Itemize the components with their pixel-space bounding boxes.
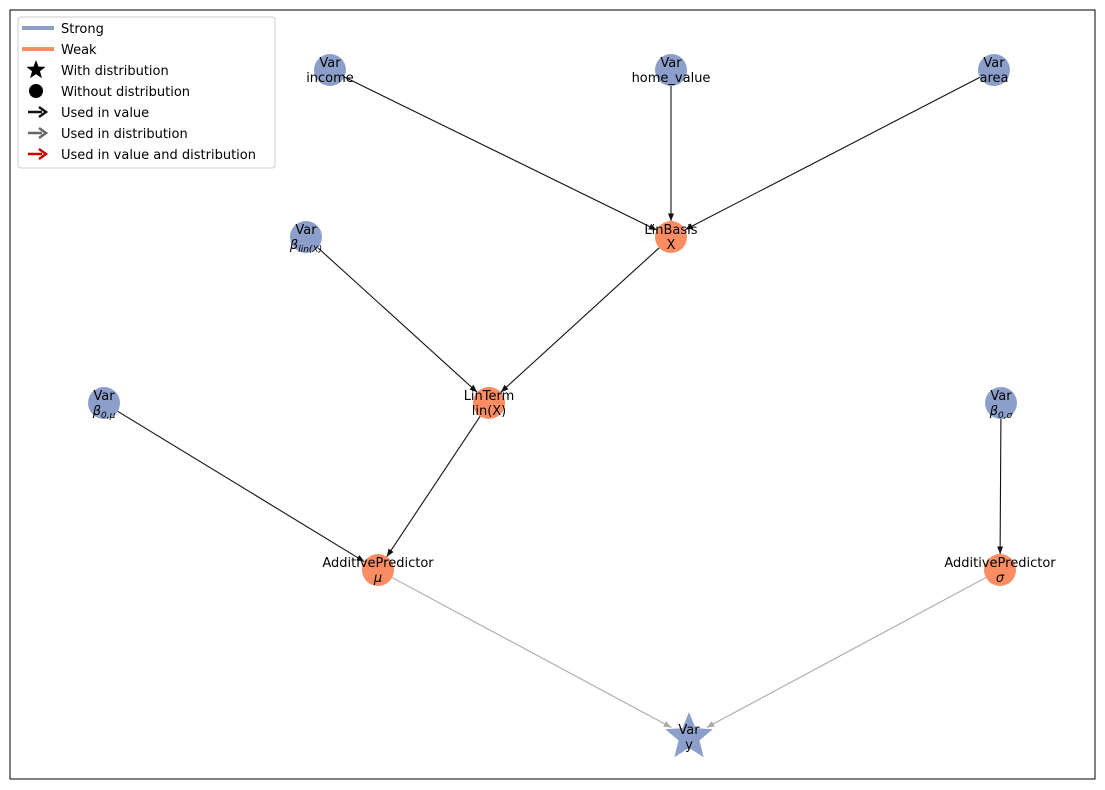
node-circle-marker [473,387,505,419]
node-circle-marker [290,221,322,253]
legend-label: Used in distribution [61,127,188,142]
node-label-line1: Var [990,389,1012,404]
legend-box [17,16,276,169]
legend-item-line-weak: Weak [22,43,97,58]
node-label-line2: σ [996,571,1005,586]
node-label-line2: lin(X) [472,404,507,419]
node-label-line2: β0,σ [989,404,1013,421]
edge-linterm-to-ap_mu [386,416,481,557]
arrow-icon-head [38,126,49,140]
node-label-line2: home_value [632,71,711,86]
node-circle-marker [362,554,394,586]
legend-label: With distribution [61,64,169,79]
node-label-line1: LinBasis [644,223,697,238]
edge-income-to-linbasis [344,76,657,231]
edge-linbasis-to-linterm [500,247,660,393]
arrow-icon-head [38,147,49,161]
node-label-line1: Var [983,56,1005,71]
edge-ap_sigma-to-y [706,577,987,729]
legend-item-arrow-value: Used in value [28,105,149,121]
node-circle-marker [978,54,1010,86]
edge-ap_mu-to-y [391,577,672,729]
edge-beta0_sigma-to-ap_sigma [997,418,1004,555]
node-label-line1: LinTerm [464,389,515,404]
node-label-line1: Var [295,223,317,238]
node-label-line1: Var [93,389,115,404]
plot-frame [9,9,1096,780]
node-label-line1: Var [319,56,341,71]
node-label-line1: Var [678,723,700,738]
node-label-line1: Var [660,56,682,71]
nodes-layer: VarincomeVarhome_valueVarareaVarβlin(X)L… [88,54,1056,758]
legend-label: Used in value [61,106,149,121]
edge-beta_lin-to-linterm [317,247,478,393]
edge-beta0_mu-to-ap_mu [117,410,365,563]
legend-item-circle: Without distribution [29,84,190,100]
star-icon [26,60,46,79]
legend-label: Weak [61,43,97,58]
legend-item-arrow-both: Used in value and distribution [28,147,256,163]
node-label-line2: y [685,738,693,753]
node-circle-marker [655,221,687,253]
edge-area-to-linbasis [684,76,981,231]
node-label-line2: income [306,71,354,86]
node-label-line2: β0,μ [92,404,116,421]
node-circle-marker [984,554,1016,586]
node-label-line2: area [980,71,1009,86]
node-label-line2: μ [373,571,382,586]
node-circle-marker [985,387,1017,419]
node-label-line2: X [667,238,676,253]
node-label-line2: βlin(X) [289,238,322,255]
node-circle-marker [314,54,346,86]
legend-label: Strong [61,22,104,37]
circle-icon [29,84,43,98]
legend-label: Used in value and distribution [61,148,256,163]
node-label-line1: AdditivePredictor [322,556,434,571]
edges-layer [117,76,1004,729]
legend-item-arrow-distribution: Used in distribution [28,126,188,142]
node-label-line1: AdditivePredictor [944,556,1056,571]
legend-item-line-strong: Strong [22,22,104,37]
legend-item-star: With distribution [26,60,169,79]
node-star-marker [665,712,713,758]
node-circle-marker [655,54,687,86]
arrow-icon-head [38,105,49,119]
legend-label: Without distribution [61,85,190,100]
node-circle-marker [88,387,120,419]
